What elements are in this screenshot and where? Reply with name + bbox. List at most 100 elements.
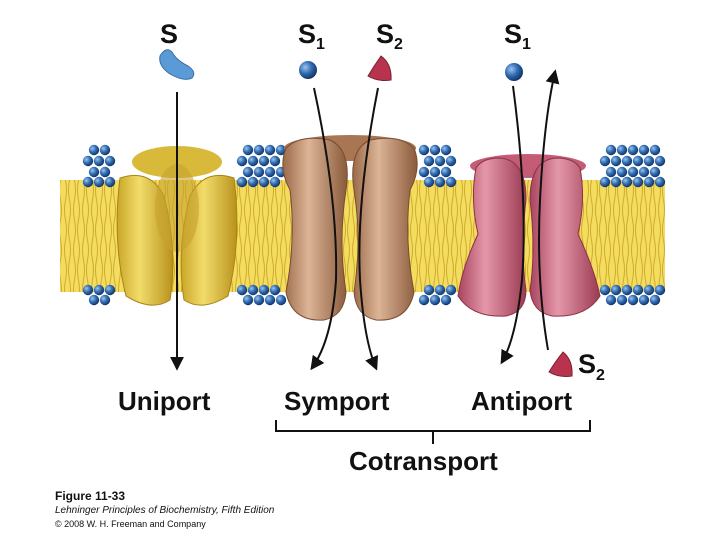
substrate-molecules: [159, 49, 573, 377]
lipid-head: [104, 176, 116, 188]
lipid-head: [275, 294, 287, 306]
label-uniport: Uniport: [118, 386, 211, 416]
lipid-head: [445, 284, 457, 296]
lipid-head: [599, 284, 611, 296]
label-s2-antiport-sub: 2: [596, 367, 605, 384]
substrate-s1-antiport: [505, 63, 523, 81]
lower-lipid-heads: [82, 284, 666, 306]
lipid-head: [82, 176, 94, 188]
lipid-head: [269, 176, 281, 188]
lipid-head: [621, 284, 633, 296]
lipid-head: [88, 144, 100, 156]
lipid-head: [247, 155, 259, 167]
label-antiport: Antiport: [471, 386, 572, 416]
lipid-head: [434, 176, 446, 188]
lipid-head: [258, 155, 270, 167]
substrate-s1-symport: [299, 61, 317, 79]
transport-arrows: [170, 69, 560, 371]
lipid-head: [440, 294, 452, 306]
lipid-head: [269, 155, 281, 167]
lipid-head: [253, 166, 265, 178]
lipid-head: [275, 144, 287, 156]
lipid-head: [247, 284, 259, 296]
label-s1-antiport: S: [504, 19, 522, 49]
lipid-head: [440, 144, 452, 156]
antiport-arrow-s1: [500, 85, 525, 365]
lipid-head: [258, 176, 270, 188]
upper-lipid-heads: [82, 144, 666, 188]
lipid-head: [654, 284, 666, 296]
lipid-head: [236, 176, 248, 188]
lipid-head: [104, 155, 116, 167]
lipid-head: [236, 155, 248, 167]
label-cotransport: Cotransport: [349, 446, 498, 476]
label-s1-symport-sub: 1: [316, 36, 325, 53]
lipid-head: [99, 294, 111, 306]
lipid-head: [649, 144, 661, 156]
substrate-s-shape: [159, 49, 195, 80]
lipid-head: [445, 155, 457, 167]
substrate-labels: S S 1 S 2 S 1 S 2: [160, 19, 605, 384]
lipid-head: [258, 284, 270, 296]
lipid-head: [610, 284, 622, 296]
lipid-head: [242, 294, 254, 306]
lipid-head: [621, 155, 633, 167]
lipid-head: [429, 166, 441, 178]
substrate-s2-symport: [367, 55, 392, 81]
lipid-head: [418, 144, 430, 156]
lipid-head: [423, 176, 435, 188]
lipid-head: [605, 294, 617, 306]
figure-number: Figure 11-33: [55, 489, 126, 503]
lipid-head: [638, 294, 650, 306]
lipid-head: [88, 166, 100, 178]
lipid-head: [93, 284, 105, 296]
symport-protein-right-half: [352, 137, 418, 321]
lipid-head: [104, 284, 116, 296]
lipid-head: [434, 284, 446, 296]
lipid-head: [242, 166, 254, 178]
lipid-head: [434, 155, 446, 167]
lipid-head: [649, 166, 661, 178]
lipid-head: [632, 176, 644, 188]
lipid-head: [423, 155, 435, 167]
antiport-protein-right-half: [529, 157, 601, 317]
lipid-head: [253, 294, 265, 306]
lipid-head: [93, 155, 105, 167]
lipid-head: [627, 144, 639, 156]
book-title: Lehninger Principles of Biochemistry, Fi…: [55, 505, 275, 516]
copyright-notice: © 2008 W. H. Freeman and Company: [55, 519, 206, 529]
transporter-labels: Uniport Symport Antiport: [118, 386, 572, 416]
lipid-head: [616, 166, 628, 178]
lipid-head: [638, 144, 650, 156]
lipid-head: [643, 176, 655, 188]
lipid-head: [599, 176, 611, 188]
lipid-head: [654, 155, 666, 167]
lipid-head: [253, 144, 265, 156]
label-s2-symport: S: [376, 19, 394, 49]
lipid-head: [610, 176, 622, 188]
lipid-head: [649, 294, 661, 306]
lipid-head: [82, 155, 94, 167]
lipid-head: [264, 294, 276, 306]
lipid-head: [418, 294, 430, 306]
lipid-head: [264, 144, 276, 156]
symport-arrow-s2: [358, 87, 379, 371]
lipid-head: [627, 294, 639, 306]
lipid-head: [269, 284, 281, 296]
lipid-head: [423, 284, 435, 296]
lipid-head: [99, 166, 111, 178]
lipid-head: [638, 166, 650, 178]
lipid-head: [236, 284, 248, 296]
substrate-s2-antiport: [548, 351, 573, 377]
lipid-head: [93, 176, 105, 188]
lipid-head: [429, 144, 441, 156]
label-symport: Symport: [284, 386, 390, 416]
lipid-head: [654, 176, 666, 188]
lipid-head: [429, 294, 441, 306]
cotransport-bracket: [275, 420, 591, 444]
lipid-head: [242, 144, 254, 156]
lipid-head: [88, 294, 100, 306]
lipid-head: [264, 166, 276, 178]
lipid-head: [632, 155, 644, 167]
